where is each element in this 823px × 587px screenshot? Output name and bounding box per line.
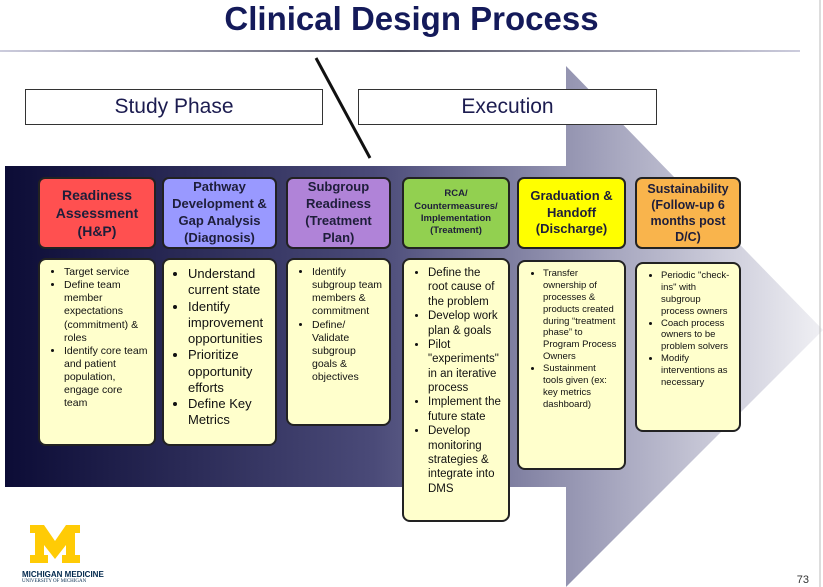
step-item: Prioritize opportunity efforts (188, 347, 269, 396)
step-item: Define team member expectations (commitm… (64, 279, 148, 345)
page-number: 73 (796, 574, 809, 586)
step-item: Transfer ownership of processes & produc… (543, 268, 618, 363)
step-header: Sustainability (Follow-up 6 months post … (635, 177, 741, 249)
step-item: Understand current state (188, 266, 269, 299)
page-title: Clinical Design Process (224, 0, 599, 37)
block-m-icon (30, 525, 80, 563)
step-item: Sustainment tools given (ex: key metrics… (543, 363, 618, 411)
step-header: Subgroup Readiness (Treatment Plan) (286, 177, 391, 249)
step-item: Identify improvement opportunities (188, 299, 269, 348)
step-details: Understand current stateIdentify improve… (162, 258, 277, 446)
step-header: Pathway Development & Gap Analysis (Diag… (162, 177, 277, 249)
step-item: Define Key Metrics (188, 396, 269, 429)
title-underline (0, 50, 800, 52)
step-details: Define the root cause of the problemDeve… (402, 258, 510, 522)
step-item: Identify subgroup team members & commitm… (312, 266, 383, 319)
step-item: Identify core team and patient populatio… (64, 345, 148, 411)
phase-divider-line (314, 57, 372, 159)
step-item: Define/ Validate subgroup goals & object… (312, 319, 383, 385)
step-item: Modify interventions as necessary (661, 353, 733, 389)
step-item: Target service (64, 266, 148, 279)
step-header: RCA/ Countermeasures/ Implementation (Tr… (402, 177, 510, 249)
step-details: Target serviceDefine team member expecta… (38, 258, 156, 446)
step-item: Develop monitoring strategies & integrat… (428, 424, 502, 496)
step-item: Coach process owners to be problem solve… (661, 318, 733, 354)
step-details: Identify subgroup team members & commitm… (286, 258, 391, 426)
step-item: Implement the future state (428, 395, 502, 424)
step-item: Develop work plan & goals (428, 309, 502, 338)
step-header: Graduation & Handoff (Discharge) (517, 177, 626, 249)
step-item: Pilot "experiments" in an iterative proc… (428, 338, 502, 396)
execution-phase-label: Execution (358, 89, 657, 125)
study-phase-label: Study Phase (25, 89, 323, 125)
step-item: Periodic "check-ins" with subgroup proce… (661, 270, 733, 318)
michigan-medicine-logo: MICHIGAN MEDICINE UNIVERSITY OF MICHIGAN (22, 525, 104, 584)
step-details: Periodic "check-ins" with subgroup proce… (635, 262, 741, 432)
step-item: Define the root cause of the problem (428, 266, 502, 309)
step-header: Readiness Assessment (H&P) (38, 177, 156, 249)
step-details: Transfer ownership of processes & produc… (517, 260, 626, 470)
